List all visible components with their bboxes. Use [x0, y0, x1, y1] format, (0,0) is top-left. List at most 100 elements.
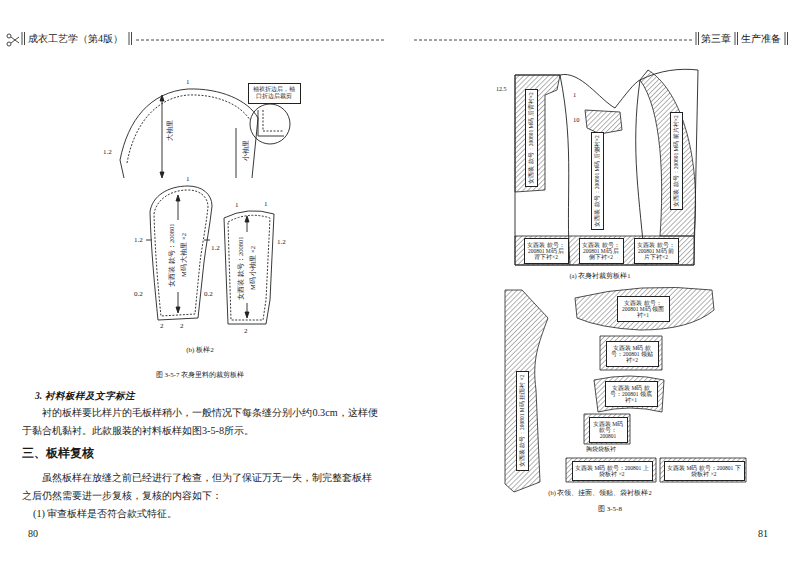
- hatched-area: [640, 70, 696, 236]
- label-box: 女西装 M码 款号：200801 领贴衬×2: [606, 341, 659, 367]
- under-sleeve-lining: [224, 211, 274, 324]
- piece-marking: 女西装 M码 款号：200801 领贴衬×2: [611, 345, 653, 364]
- dimension-number: 1: [186, 175, 190, 183]
- label-box: 女西装 款号：200801 M码 后背下衬×2: [524, 238, 569, 264]
- head-bar: [696, 32, 697, 45]
- piece-marking: 女西装 款号：200801 M码 前片衬×2: [673, 115, 679, 206]
- label-box: 袖衩折边后，袖口折边后裁剪: [248, 83, 301, 104]
- dimension-number: 1.2: [134, 236, 143, 244]
- hatched-area: [585, 110, 622, 134]
- box-text: 女西装 款号：200801 M码 后背衬×2: [528, 92, 534, 183]
- head-bar: [787, 32, 788, 45]
- box-text: 袖衩折边后，袖口折边后裁剪: [251, 86, 297, 100]
- dimension-number: 1: [186, 78, 190, 86]
- box-text: 女西装 M码 款号：200801 领贴衬×2: [609, 345, 655, 364]
- arrow-head: [160, 95, 164, 101]
- notch: [146, 240, 152, 241]
- figure-caption: 图 3-5-7 衣身里料的裁剪板样: [156, 371, 245, 379]
- body-paragraph: (1) 审查板样是否符合款式特征。: [33, 508, 177, 520]
- dimension-line: [162, 98, 163, 175]
- dimension-number: 1: [573, 91, 576, 99]
- arrow-head: [245, 216, 249, 222]
- figure-caption: 图 3-5-8: [598, 505, 622, 513]
- box-text: 女西装 款号：200801 M码 前片下衬×2: [637, 242, 675, 261]
- dimension-number: 2: [180, 322, 184, 330]
- sub-caption: (b) 衣领、挂面、领贴、袋衬板样2: [548, 489, 651, 497]
- piece-marking: 女西装 款号：200801 M码 后侧下衬×2: [582, 242, 619, 261]
- head-bar: [698, 32, 699, 45]
- piece-marking: 女西装 款号：200801: [168, 223, 176, 286]
- section-heading: 三、板样复核: [22, 446, 94, 460]
- pattern-piece: [600, 336, 662, 370]
- dimension-number: 1: [235, 201, 239, 209]
- piece-name: 胸袋袋板衬: [586, 446, 616, 453]
- label-box: 女西装 款号：200801 M码 领面衬×1: [617, 296, 670, 322]
- dimension-number: 12.5: [496, 86, 507, 93]
- dimension-number: 2: [244, 327, 248, 335]
- net-line: [154, 190, 208, 316]
- box-text: 女西装 款号：200801 M码 后背下衬×2: [527, 242, 565, 261]
- body-paragraph: 虽然板样在放缝之前已经进行了检查，但为了保证万无一失，制完整套板样之后仍然需要进…: [22, 469, 382, 505]
- head-bar: [129, 32, 130, 45]
- box-text: 女西装 款号：200801 M码 前片衬×2: [673, 115, 679, 206]
- scissors-icon: [11, 37, 19, 43]
- piece-marking: M码 小袖里 ×2: [249, 246, 257, 290]
- detail-circle: [250, 104, 290, 144]
- page-number: 81: [758, 528, 768, 540]
- head-bar: [24, 32, 25, 45]
- box-text: 女西装 M码 款号：200801 下袋板衬 ×2: [667, 465, 741, 478]
- box-text: 女西装 款号：200801 M码 挂面衬 ×2: [519, 375, 525, 468]
- facing-piece: [505, 290, 548, 492]
- running-head: 生产准备: [741, 33, 781, 45]
- scissors-icon: [7, 42, 11, 46]
- scissors-icon: [11, 37, 19, 43]
- sub-caption: (a) 衣身衬裁剪板样1: [569, 272, 630, 280]
- piece-marking: 女西装 M码 款号：200801 下袋板衬 ×2: [667, 465, 741, 477]
- label-box: 女西装 款号：200801 M码 前片下衬×2: [634, 238, 679, 264]
- body-paragraph: 衬的板样要比样片的毛板样稍小，一般情况下每条缝分别小约0.3cm，这样便于黏合机…: [22, 404, 382, 440]
- dimension-number: 1.2: [103, 148, 112, 156]
- running-head-decor: [7, 32, 788, 46]
- body-interlining-figure: [515, 69, 698, 265]
- section-heading: 3. 衬料板样及文字标注: [35, 391, 135, 402]
- sleeve-cap-outline: [120, 89, 258, 160]
- piece-marking: 女西装 款号：200801 M码 后背下衬×2: [527, 242, 564, 261]
- piece-marking: 女西装 M码 款号：200801: [593, 421, 623, 440]
- dimension-number: 1.2: [211, 244, 220, 252]
- hatched-area: [515, 236, 694, 265]
- sleeve-edge: [252, 118, 258, 178]
- head-bar: [735, 32, 736, 45]
- pattern-piece: [594, 376, 664, 412]
- label-box: 女西装 款号：200801 M码 后侧下衬×2: [579, 238, 624, 264]
- pocket-piece: [566, 458, 656, 482]
- piece-marking: 女西装 款号：200801 M码 挂面衬 ×2: [519, 375, 525, 468]
- piece-outline: [560, 69, 698, 108]
- piece-outlines: [515, 69, 698, 265]
- scissors-icon: [7, 34, 11, 38]
- arrow-head: [245, 312, 249, 318]
- dashed-rule: [414, 40, 693, 41]
- label-box: 女西装 M码 款号：200801 领底衬×1: [605, 381, 658, 407]
- box-text: 女西装 M码 款号：200801 上袋板衬 ×2: [575, 465, 649, 478]
- piece-marking: 女西装 M码 款号：200801 上袋板衬 ×2: [575, 465, 649, 477]
- label-box: 女西装 款号：200801 M码 后侧衬×2: [591, 132, 604, 230]
- piece-name: 小袖里: [242, 140, 250, 161]
- upper-sleeve-lining: [146, 186, 212, 320]
- label-box: 女西装 款号：200801 M码 挂面衬 ×2: [516, 371, 529, 471]
- sub-caption: (b) 板样2: [186, 346, 213, 354]
- piece-marking: 袖衩折边后，袖口折边后裁剪: [253, 86, 295, 99]
- arrow-head: [160, 172, 164, 178]
- running-head: 成衣工艺学（第4版）: [28, 33, 123, 45]
- head-bar: [131, 32, 132, 45]
- seam-line: [560, 75, 570, 265]
- piece-marking: M码 大袖里 ×2: [180, 233, 188, 277]
- notch: [204, 240, 210, 241]
- pocket-piece: [660, 458, 746, 482]
- piece-name: 大袖里: [166, 120, 174, 141]
- label-box: 女西装 M码 款号：200801 下袋板衬 ×2: [664, 461, 745, 481]
- box-text: 女西装 款号：200801 M码 领面衬×1: [620, 300, 666, 319]
- arrow-head: [176, 307, 180, 313]
- head-bar: [785, 32, 786, 45]
